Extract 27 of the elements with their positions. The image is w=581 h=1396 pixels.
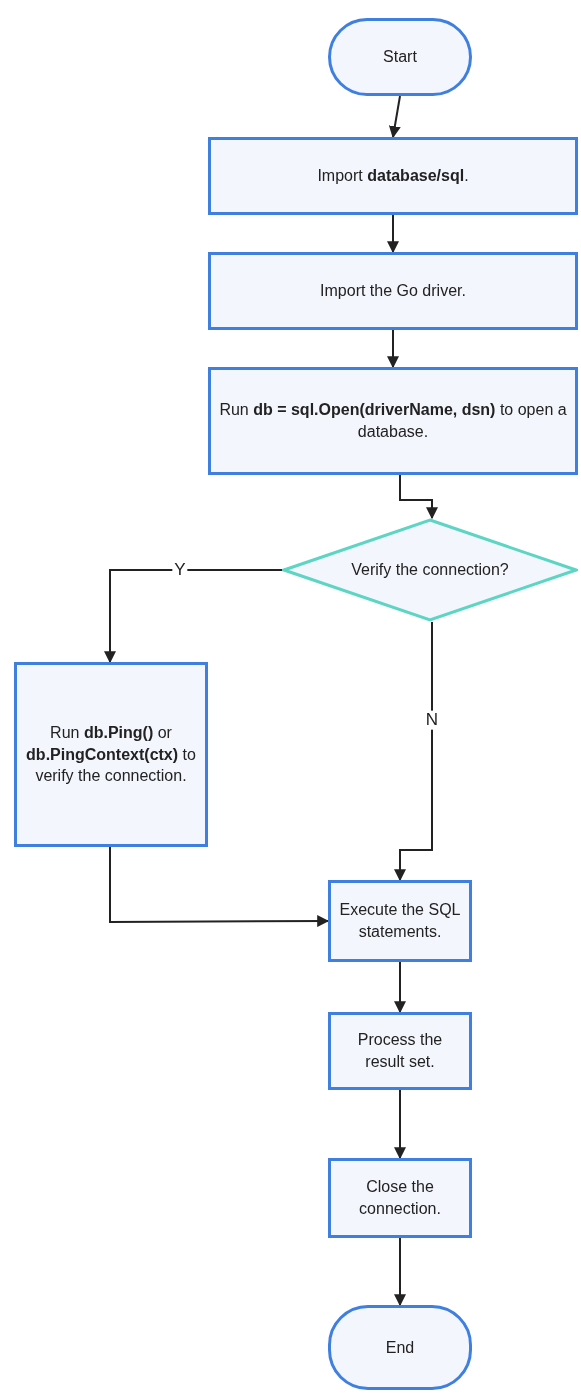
process-box bbox=[208, 137, 578, 215]
process-box bbox=[208, 252, 578, 330]
node-text: Verify the connection? bbox=[351, 560, 509, 581]
process-box bbox=[328, 1158, 472, 1238]
arrow bbox=[387, 214, 399, 254]
arrow bbox=[394, 1089, 406, 1160]
arrow bbox=[109, 846, 330, 928]
process-box bbox=[328, 1012, 472, 1090]
arrow bbox=[394, 961, 406, 1014]
node-text: Close the connection. bbox=[358, 1177, 442, 1219]
process-box bbox=[328, 880, 472, 962]
node-text: Start bbox=[383, 47, 417, 68]
node-text: Import the Go driver. bbox=[320, 281, 466, 302]
arrow bbox=[394, 621, 433, 882]
node-text: Import database/sql. bbox=[317, 166, 469, 187]
arrow bbox=[399, 474, 438, 520]
node-text: Run db.Ping() or db.PingContext(ctx) to verify the connection. bbox=[25, 723, 197, 787]
process-box bbox=[14, 662, 208, 847]
arrow bbox=[387, 329, 399, 369]
process-box bbox=[208, 367, 578, 475]
node-text: End bbox=[385, 1337, 415, 1358]
arrow bbox=[394, 1237, 406, 1307]
arrow bbox=[388, 95, 401, 139]
node-text: Run db = sql.Open(driverName, dsn) to open a database. bbox=[218, 400, 568, 442]
node-text: Execute the SQL statements. bbox=[338, 900, 462, 942]
node-text: Process the result set. bbox=[356, 1030, 444, 1072]
arrow bbox=[104, 569, 283, 664]
